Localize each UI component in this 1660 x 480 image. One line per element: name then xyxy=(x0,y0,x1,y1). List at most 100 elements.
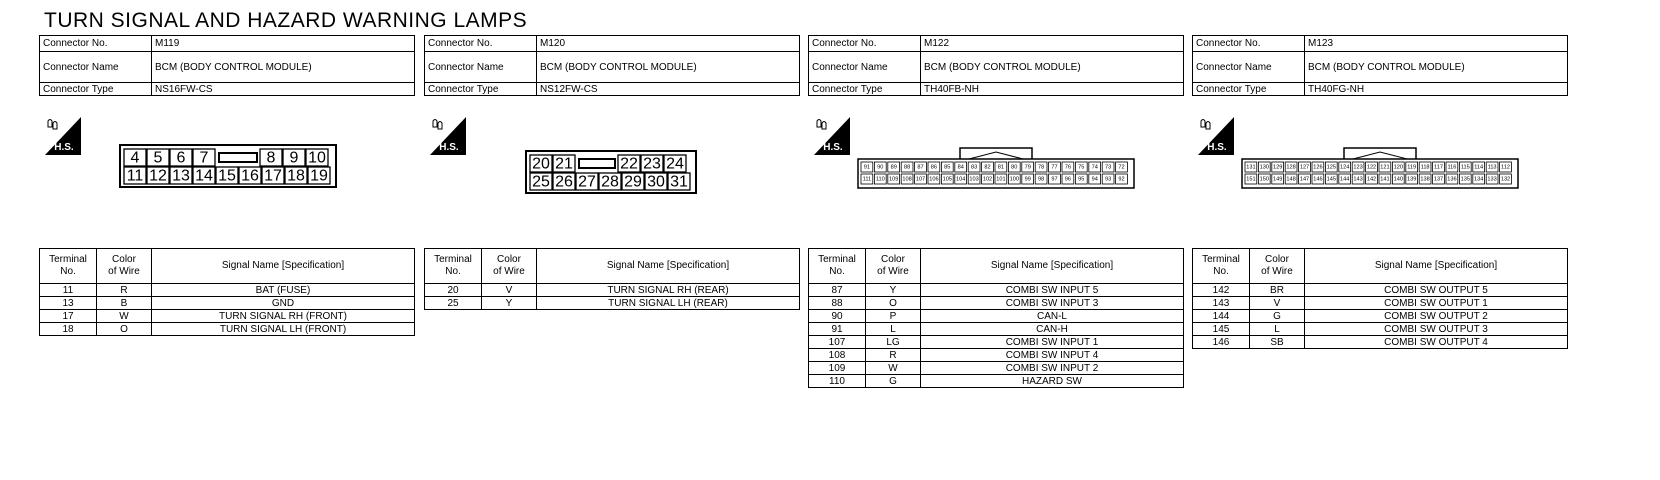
pin-number: 87 xyxy=(917,164,923,170)
pin-cell xyxy=(1007,173,1021,185)
color-cell: V xyxy=(481,283,537,297)
signal-cell: COMBI SW OUTPUT 5 xyxy=(1304,283,1568,297)
pin-number: 19 xyxy=(310,168,328,185)
pin-number: 29 xyxy=(624,174,642,191)
pin-cell xyxy=(1499,173,1512,185)
connector-no-value: M119 xyxy=(151,35,415,52)
pin-number: 122 xyxy=(1367,164,1376,170)
pin-number: 106 xyxy=(929,176,938,182)
pin-cell xyxy=(238,166,262,185)
harness-side-icon: H.S. xyxy=(430,117,466,155)
pin-number: 131 xyxy=(1246,164,1255,170)
signal-cell: COMBI SW INPUT 4 xyxy=(920,348,1184,362)
pin-cell xyxy=(1338,161,1352,173)
terminal-cell: 108 xyxy=(808,348,866,362)
pin-cell xyxy=(1115,161,1128,173)
pin-cell xyxy=(1311,161,1325,173)
pin-number: 6 xyxy=(177,150,186,167)
pin-number: 10 xyxy=(308,150,326,167)
pin-cell xyxy=(1338,173,1352,185)
connector-type-label: Connector Type xyxy=(424,82,537,96)
pin-cell xyxy=(1472,161,1486,173)
color-cell: L xyxy=(1249,322,1305,336)
pin-number: 25 xyxy=(532,174,550,191)
connector-no-value: M120 xyxy=(536,35,800,52)
pin-number: 127 xyxy=(1300,164,1309,170)
pin-number: 11 xyxy=(127,168,144,185)
pin-cell xyxy=(927,161,941,173)
pin-cell xyxy=(1061,161,1075,173)
pin-cell xyxy=(873,161,887,173)
pin-cell xyxy=(954,161,968,173)
pin-number: 150 xyxy=(1260,176,1269,182)
pin-cell xyxy=(1445,173,1459,185)
connector-name-value: BCM (BODY CONTROL MODULE) xyxy=(536,51,800,83)
pin-number: 109 xyxy=(889,176,898,182)
pin-number: 80 xyxy=(1011,164,1017,170)
pin-cell xyxy=(941,161,954,173)
pin-cell xyxy=(146,166,170,185)
pin-cell xyxy=(663,154,687,173)
pin-number: 84 xyxy=(958,164,964,170)
pin-cell xyxy=(621,172,645,191)
connector-type-label: Connector Type xyxy=(808,82,921,96)
terminal-cell: 142 xyxy=(1192,283,1250,297)
pin-number: 126 xyxy=(1313,164,1322,170)
harness-side-icon: H.S. xyxy=(1198,117,1234,155)
pin-cell xyxy=(1311,173,1325,185)
pin-cell xyxy=(640,154,664,173)
pin-cell xyxy=(1284,161,1298,173)
pin-number: 107 xyxy=(916,176,925,182)
pin-cell xyxy=(1088,161,1102,173)
pin-number: 92 xyxy=(1118,176,1124,182)
pin-cell xyxy=(900,161,914,173)
pin-cell xyxy=(967,161,981,173)
pin-cell xyxy=(1365,161,1378,173)
pin-cell xyxy=(981,173,994,185)
connector-name-label: Connector Name xyxy=(39,51,152,83)
terminal-cell: 18 xyxy=(39,322,97,336)
pin-number: 20 xyxy=(532,156,550,173)
pin-number: 91 xyxy=(864,164,870,170)
pin-cell xyxy=(598,172,622,191)
color-cell: R xyxy=(96,283,152,297)
signal-cell: COMBI SW OUTPUT 1 xyxy=(1304,296,1568,310)
pin-number: 7 xyxy=(200,150,209,167)
pin-cell xyxy=(873,173,887,185)
signal-cell: COMBI SW INPUT 5 xyxy=(920,283,1184,297)
page-title: TURN SIGNAL AND HAZARD WARNING LAMPS xyxy=(44,9,528,32)
pin-cell xyxy=(1325,161,1338,173)
pin-number: 99 xyxy=(1025,176,1031,182)
terminal-cell: 107 xyxy=(808,335,866,349)
connector-no-value: M123 xyxy=(1304,35,1568,52)
pin-number: 78 xyxy=(1038,164,1044,170)
color-cell: BR xyxy=(1249,283,1305,297)
pin-cell xyxy=(981,161,994,173)
pin-cell xyxy=(1499,161,1512,173)
pin-number: 112 xyxy=(1501,164,1510,170)
terminal-cell: 88 xyxy=(808,296,866,310)
pin-number: 81 xyxy=(998,164,1004,170)
key-slot xyxy=(218,152,258,163)
pin-number: 16 xyxy=(241,168,259,185)
pin-cell xyxy=(1405,161,1419,173)
pin-cell xyxy=(954,173,968,185)
terminal-cell: 17 xyxy=(39,309,97,323)
color-cell: O xyxy=(96,322,152,336)
pin-number: 134 xyxy=(1474,176,1483,182)
color-cell: V xyxy=(1249,296,1305,310)
pin-cell xyxy=(552,172,576,191)
pin-number: 72 xyxy=(1118,164,1124,170)
pin-number: 108 xyxy=(902,176,911,182)
